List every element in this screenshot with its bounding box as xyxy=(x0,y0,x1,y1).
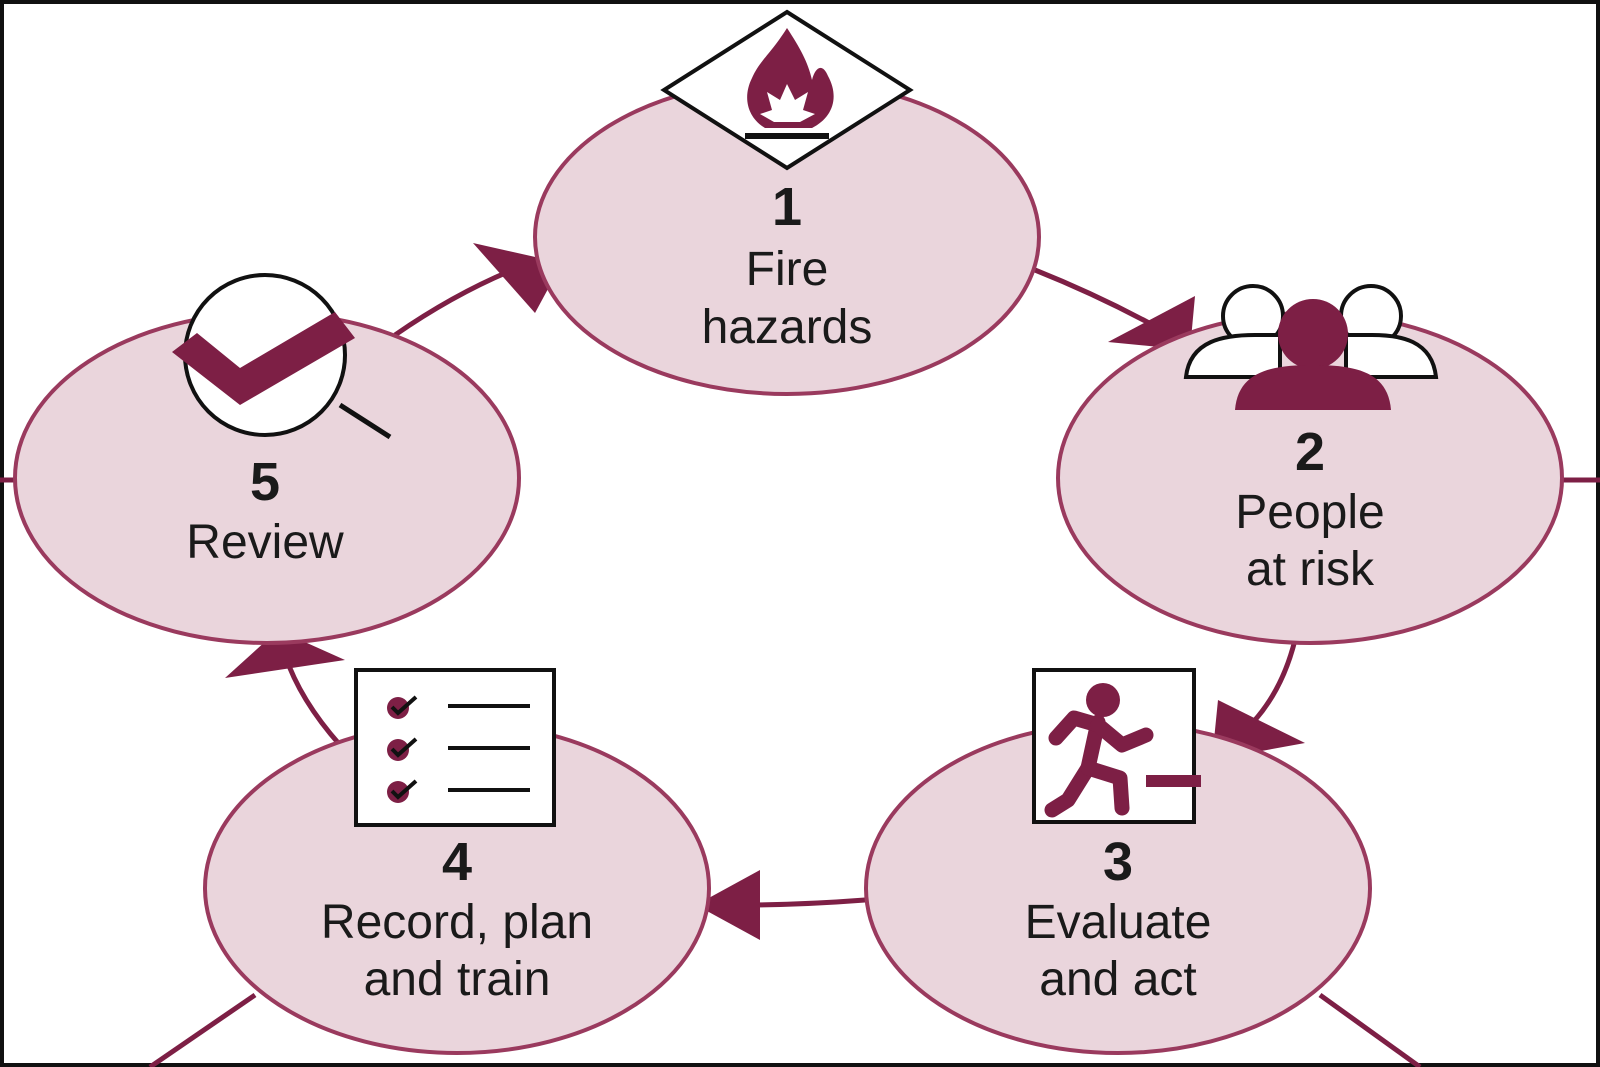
step-1-label-line1: Fire xyxy=(746,243,829,296)
connector-out-bottom-right xyxy=(1318,992,1422,1067)
step-3-label-line1: Evaluate xyxy=(1025,896,1212,949)
step-3-text: 3 Evaluate and act xyxy=(1025,832,1212,1006)
step-2-text: 2 People at risk xyxy=(1235,422,1384,596)
step-2-label-line1: People xyxy=(1235,486,1384,539)
step-3-number: 3 xyxy=(1103,832,1133,892)
fire-hazard-icon xyxy=(660,9,914,171)
step-1-text: 1 Fire hazards xyxy=(702,177,873,354)
step-3-label-line2: and act xyxy=(1039,953,1196,1006)
step-5-number: 5 xyxy=(250,452,280,512)
step-4-label-line1: Record, plan xyxy=(321,896,593,949)
running-exit-icon xyxy=(1032,668,1201,824)
checklist-icon xyxy=(354,668,556,827)
step-4-number: 4 xyxy=(442,832,472,892)
step-1-number: 1 xyxy=(772,177,802,237)
connector-out-bottom-left xyxy=(148,992,257,1067)
step-4-label-line2: and train xyxy=(364,953,551,1006)
people-icon xyxy=(1183,284,1439,410)
arrow-to-step-5 xyxy=(225,630,345,678)
arrow-to-step-4 xyxy=(696,870,760,940)
review-check-icon xyxy=(172,273,392,440)
step-2-label-line2: at risk xyxy=(1246,543,1375,596)
step-2-number: 2 xyxy=(1295,422,1325,482)
step-4-text: 4 Record, plan and train xyxy=(321,832,593,1006)
step-circles xyxy=(13,78,1564,1055)
arrow-to-step-2 xyxy=(1108,296,1195,350)
step-5-text: 5 Review xyxy=(186,452,344,569)
step-5-label-line1: Review xyxy=(186,516,344,569)
connector-4-5 xyxy=(282,654,342,747)
step-1-label-line2: hazards xyxy=(702,301,873,354)
